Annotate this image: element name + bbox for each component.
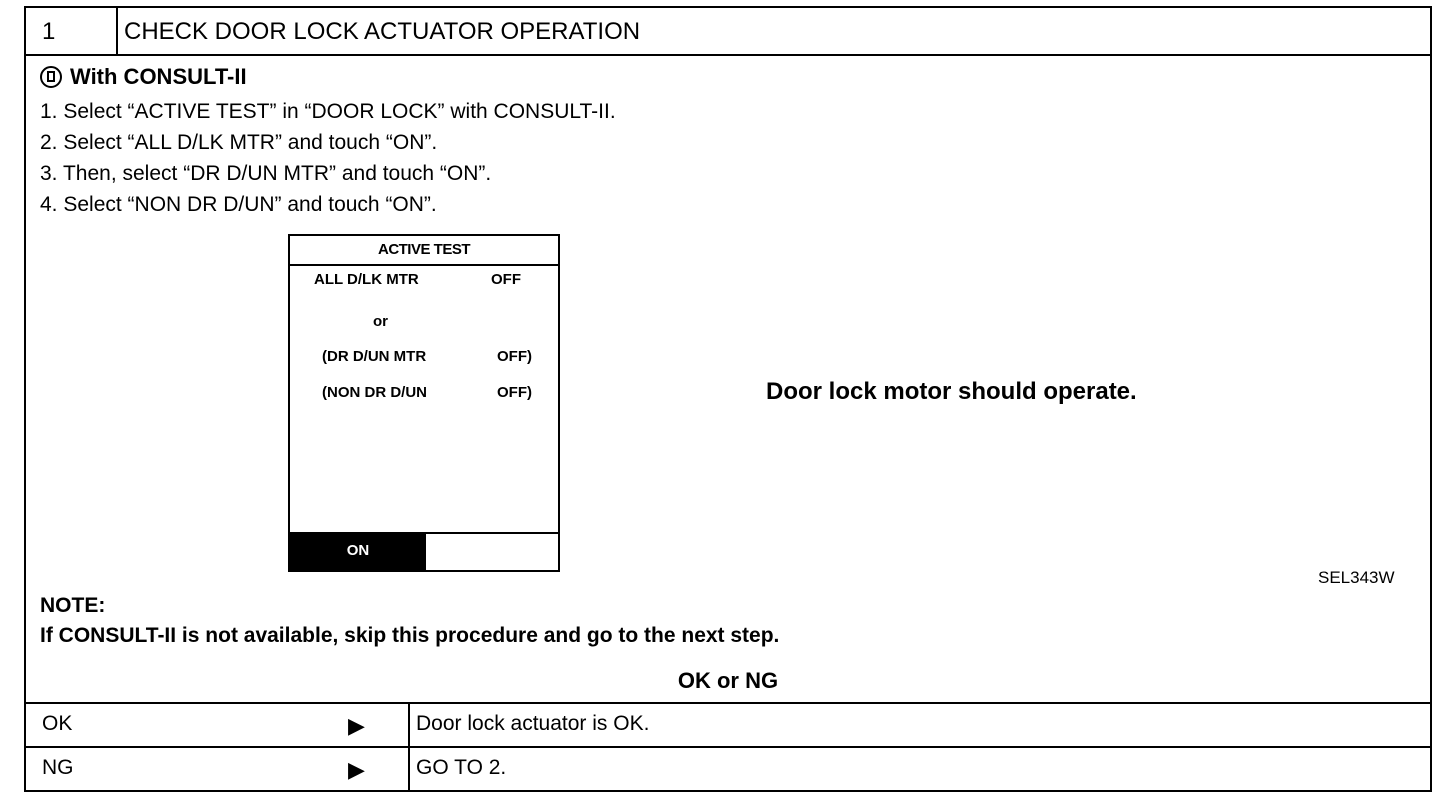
result-text: GO TO 2. [416,756,507,779]
result-row-ok: OK ▶ Door lock actuator is OK. [26,702,1430,748]
screen-button-bar: ON [290,532,558,570]
row-divider [408,704,410,748]
step-item: 4. Select “NON DR D/UN” and touch “ON”. [40,193,437,216]
consult-heading: With CONSULT-II [40,64,247,90]
result-label: NG [42,756,74,779]
on-button: ON [290,534,426,570]
procedure-table: 1 CHECK DOOR LOCK ACTUATOR OPERATION Wit… [24,6,1432,792]
screen-item-label: (NON DR D/UN [322,384,427,401]
step-item: 1. Select “ACTIVE TEST” in “DOOR LOCK” w… [40,100,616,123]
result-label: OK [42,712,73,735]
consult-heading-text: With CONSULT-II [70,64,247,89]
ok-ng-title: OK or NG [677,668,779,693]
result-row-ng: NG ▶ GO TO 2. [26,746,1430,792]
screen-item-value: OFF) [497,348,532,365]
step-number: 1 [42,18,56,45]
consult-icon [40,66,62,88]
note-heading: NOTE: [40,594,106,617]
step-item: 2. Select “ALL D/LK MTR” and touch “ON”. [40,131,438,154]
screen-item-label: (DR D/UN MTR [322,348,427,365]
step-item: 3. Then, select “DR D/UN MTR” and touch … [40,162,492,185]
header-divider [116,8,118,54]
expected-result: Door lock motor should operate. [766,378,1137,405]
step-list: 1. Select “ACTIVE TEST” in “DOOR LOCK” w… [40,96,616,220]
screen-title: ACTIVE TEST [290,236,558,266]
note-text: If CONSULT-II is not available, skip thi… [40,624,780,647]
screen-item-label: ALL D/LK MTR [314,271,419,288]
step-title: CHECK DOOR LOCK ACTUATOR OPERATION [124,18,641,45]
step-header: 1 CHECK DOOR LOCK ACTUATOR OPERATION [26,8,1430,56]
consult-screen-figure: ACTIVE TEST ALL D/LK MTR OFF or (DR D/UN… [288,234,560,572]
result-text: Door lock actuator is OK. [416,712,650,735]
row-divider [408,748,410,792]
arrow-right-icon: ▶ [348,713,365,738]
figure-code: SEL343W [1318,568,1395,587]
arrow-right-icon: ▶ [348,757,365,782]
screen-item-value: OFF) [497,384,532,401]
screen-item-value: OFF [491,271,521,288]
screen-or-text: or [373,313,388,330]
